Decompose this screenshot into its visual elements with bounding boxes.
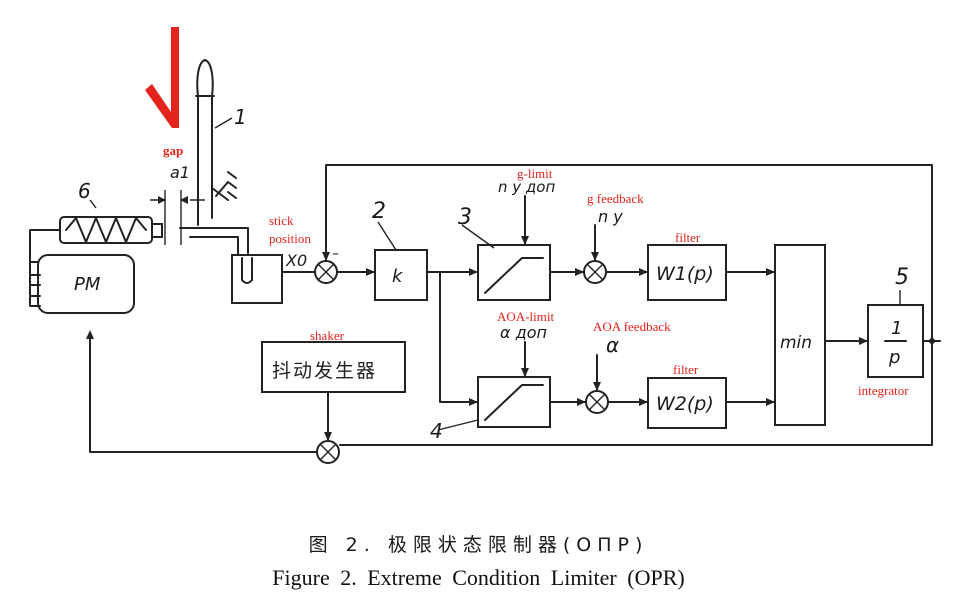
line-to-min [725,271,776,403]
label-6: 6 [78,179,91,203]
label-n-limit: n y доп [498,178,555,196]
label-a1: a1 [170,163,190,182]
summing-junction-shaker [316,440,340,464]
sensor-rod [241,257,253,284]
annotation-gap: gap [163,143,183,158]
annotation-aoa-limit: AOA-limit [497,309,554,324]
actuator-connectors [29,261,41,307]
annotation-stick-1: stick [269,213,294,228]
label-p: p [888,347,900,368]
filter-w2-block [647,377,727,429]
annotation-aoa-feedback: AOA feedback [593,319,671,334]
annotation-integrator: integrator [858,383,909,398]
aoa-limiter-block [477,376,551,428]
label-2: 2 [372,199,386,224]
annotation-stick-2: position [269,231,311,246]
label-n-y: n y [598,207,623,226]
stick-position-sensor [231,254,283,304]
filter-w1-block [647,244,727,301]
label-min: min [780,333,812,353]
shaker-generator-label: 抖动发生器 [272,360,378,382]
red-arrow-icon [145,27,179,128]
label-5: 5 [895,265,909,290]
annotation-shaker: shaker [310,328,345,343]
summing-junction-stick [314,260,338,284]
shaker-generator-block [261,341,406,393]
annotation-g-limit: g-limit [517,166,553,181]
label-w2: W2(p) [656,393,714,415]
label-1: 1 [234,105,247,129]
caption-chinese: 图 2. 极限状态限制器(ОПР) [308,534,649,556]
min-selector-block [774,244,826,426]
summing-junction-aoa [585,390,609,414]
label-minus: – [332,246,339,262]
leader-lines [89,117,901,431]
label-pm: PM [74,274,101,295]
label-4: 4 [430,419,443,443]
line-to-actuator [89,334,318,453]
spring-element [59,216,163,244]
actuator-link [29,229,61,263]
label-alpha-limit: α доп [500,323,547,342]
line-k-split [426,271,479,403]
label-w1: W1(p) [656,263,714,285]
gain-k-block [374,249,428,301]
caption-english: Figure 2. Extreme Condition Limiter (OPR… [272,565,685,590]
label-alpha: α [606,333,619,357]
summing-junction-g [583,260,607,284]
label-k: k [392,266,404,287]
label-one: 1 [891,318,902,339]
annotation-g-feedback: g feedback [587,191,644,206]
label-x0: X0 [285,251,307,270]
annotation-filter-top: filter [675,230,701,245]
g-limiter-block [477,244,551,301]
label-3: 3 [458,205,472,230]
feedback-loop-top [325,164,933,346]
annotation-filter-bottom: filter [673,362,699,377]
control-stick [179,59,249,259]
feedback-loop-bottom [339,340,933,446]
